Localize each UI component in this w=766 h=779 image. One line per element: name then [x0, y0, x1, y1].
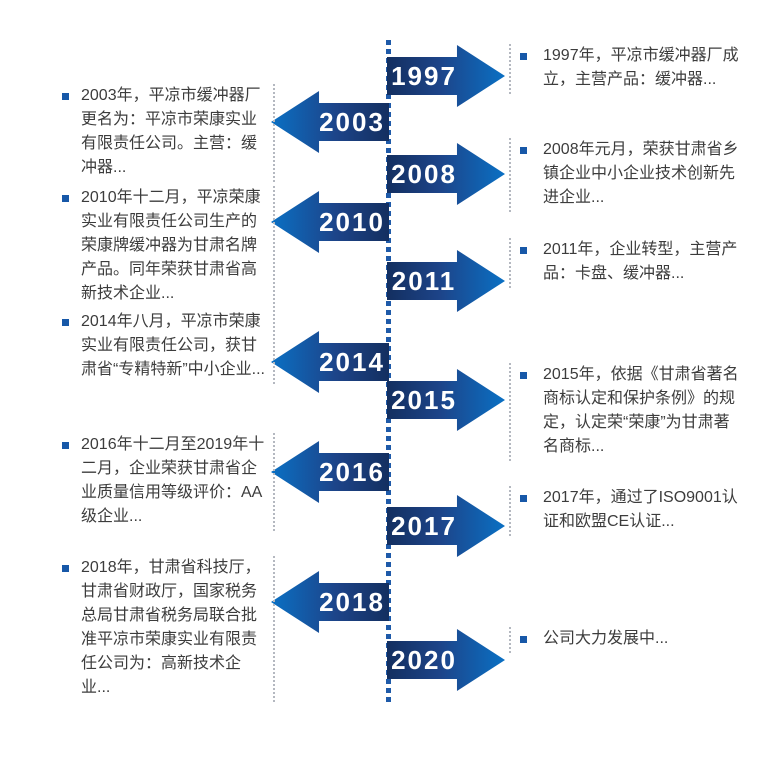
milestone-text: 2010年十二月，平凉荣康实业有限责任公司生产的荣康牌缓冲器为甘肃名牌产品。同年…	[81, 189, 261, 302]
milestone-text: 2018年，甘肃省科技厅，甘肃省财政厅，国家税务总局甘肃省税务局联合批准平凉市荣…	[81, 559, 261, 696]
arrow-year-label: 2011	[391, 266, 457, 296]
arrow-year-label: 2008	[391, 159, 457, 189]
milestone-note-2016: 2016年十二月至2019年十二月，企业荣获甘肃省企业质量信用等级评价：AA级企…	[62, 433, 275, 533]
dotted-rule	[273, 433, 275, 533]
milestone-text: 2014年八月，平凉市荣康实业有限责任公司，获甘肃省“专精特新”中小企业...	[81, 313, 265, 378]
arrow-2011: 2011	[387, 250, 505, 312]
dotted-rule	[509, 238, 511, 290]
bullet-square-icon	[520, 636, 527, 643]
milestone-note-2014: 2014年八月，平凉市荣康实业有限责任公司，获甘肃省“专精特新”中小企业...	[62, 310, 275, 386]
milestone-note-2008: 2008年元月，荣获甘肃省乡镇企业中小企业技术创新先进企业...	[509, 138, 741, 214]
arrow-2015: 2015	[387, 369, 505, 431]
milestone-text: 公司大力发展中...	[543, 630, 669, 647]
arrow-year-label: 2016	[319, 457, 385, 487]
dotted-rule	[273, 556, 275, 704]
arrow-2018: 2018	[271, 571, 389, 633]
bullet-square-icon	[62, 93, 69, 100]
arrow-year-label: 2018	[319, 587, 385, 617]
milestone-text: 2015年，依据《甘肃省著名商标认定和保护条例》的规定，认定荣“荣康”为甘肃著名…	[543, 366, 739, 455]
milestone-text: 2016年十二月至2019年十二月，企业荣获甘肃省企业质量信用等级评价：AA级企…	[81, 436, 265, 525]
milestone-note-2010: 2010年十二月，平凉荣康实业有限责任公司生产的荣康牌缓冲器为甘肃名牌产品。同年…	[62, 186, 275, 310]
arrow-year-label: 1997	[391, 61, 457, 91]
dotted-rule	[273, 310, 275, 386]
milestone-note-2015: 2015年，依据《甘肃省著名商标认定和保护条例》的规定，认定荣“荣康”为甘肃著名…	[509, 363, 741, 463]
milestone-note-2017: 2017年，通过了ISO9001认证和欧盟CE认证...	[509, 486, 741, 538]
milestone-note-1997: 1997年，平凉市缓冲器厂成立，主营产品：缓冲器...	[509, 44, 741, 96]
arrow-year-label: 2003	[319, 107, 385, 137]
milestone-text: 1997年，平凉市缓冲器厂成立，主营产品：缓冲器...	[543, 47, 739, 88]
milestone-text: 2017年，通过了ISO9001认证和欧盟CE认证...	[543, 489, 738, 530]
bullet-square-icon	[62, 319, 69, 326]
arrow-year-label: 2017	[391, 511, 457, 541]
dotted-rule	[273, 84, 275, 184]
arrow-2020: 2020	[387, 629, 505, 691]
arrow-year-label: 2015	[391, 385, 457, 415]
arrow-2016: 2016	[271, 441, 389, 503]
milestone-text: 2003年，平凉市缓冲器厂更名为：平凉市荣康实业有限责任公司。主营：缓冲器...	[81, 87, 261, 176]
dotted-rule	[509, 486, 511, 538]
milestone-note-2020: 公司大力发展中...	[509, 627, 741, 655]
bullet-square-icon	[520, 53, 527, 60]
arrow-2017: 2017	[387, 495, 505, 557]
arrow-year-label: 2014	[319, 347, 385, 377]
milestone-note-2011: 2011年，企业转型，主营产品：卡盘、缓冲器...	[509, 238, 741, 290]
milestone-note-2003: 2003年，平凉市缓冲器厂更名为：平凉市荣康实业有限责任公司。主营：缓冲器...	[62, 84, 275, 184]
arrow-2014: 2014	[271, 331, 389, 393]
arrow-1997: 1997	[387, 45, 505, 107]
bullet-square-icon	[62, 565, 69, 572]
arrow-year-label: 2020	[391, 645, 457, 675]
dotted-rule	[509, 44, 511, 96]
dotted-rule	[509, 627, 511, 655]
bullet-square-icon	[520, 147, 527, 154]
milestone-text: 2011年，企业转型，主营产品：卡盘、缓冲器...	[543, 241, 738, 282]
bullet-square-icon	[520, 372, 527, 379]
milestone-text: 2008年元月，荣获甘肃省乡镇企业中小企业技术创新先进企业...	[543, 141, 739, 206]
bullet-square-icon	[62, 195, 69, 202]
milestone-note-2018: 2018年，甘肃省科技厅，甘肃省财政厅，国家税务总局甘肃省税务局联合批准平凉市荣…	[62, 556, 275, 704]
dotted-rule	[509, 138, 511, 214]
arrow-2010: 2010	[271, 191, 389, 253]
dotted-rule	[273, 186, 275, 310]
bullet-square-icon	[62, 442, 69, 449]
arrow-2008: 2008	[387, 143, 505, 205]
dotted-rule	[509, 363, 511, 463]
arrow-year-label: 2010	[319, 207, 385, 237]
arrow-2003: 2003	[271, 91, 389, 153]
bullet-square-icon	[520, 247, 527, 254]
bullet-square-icon	[520, 495, 527, 502]
